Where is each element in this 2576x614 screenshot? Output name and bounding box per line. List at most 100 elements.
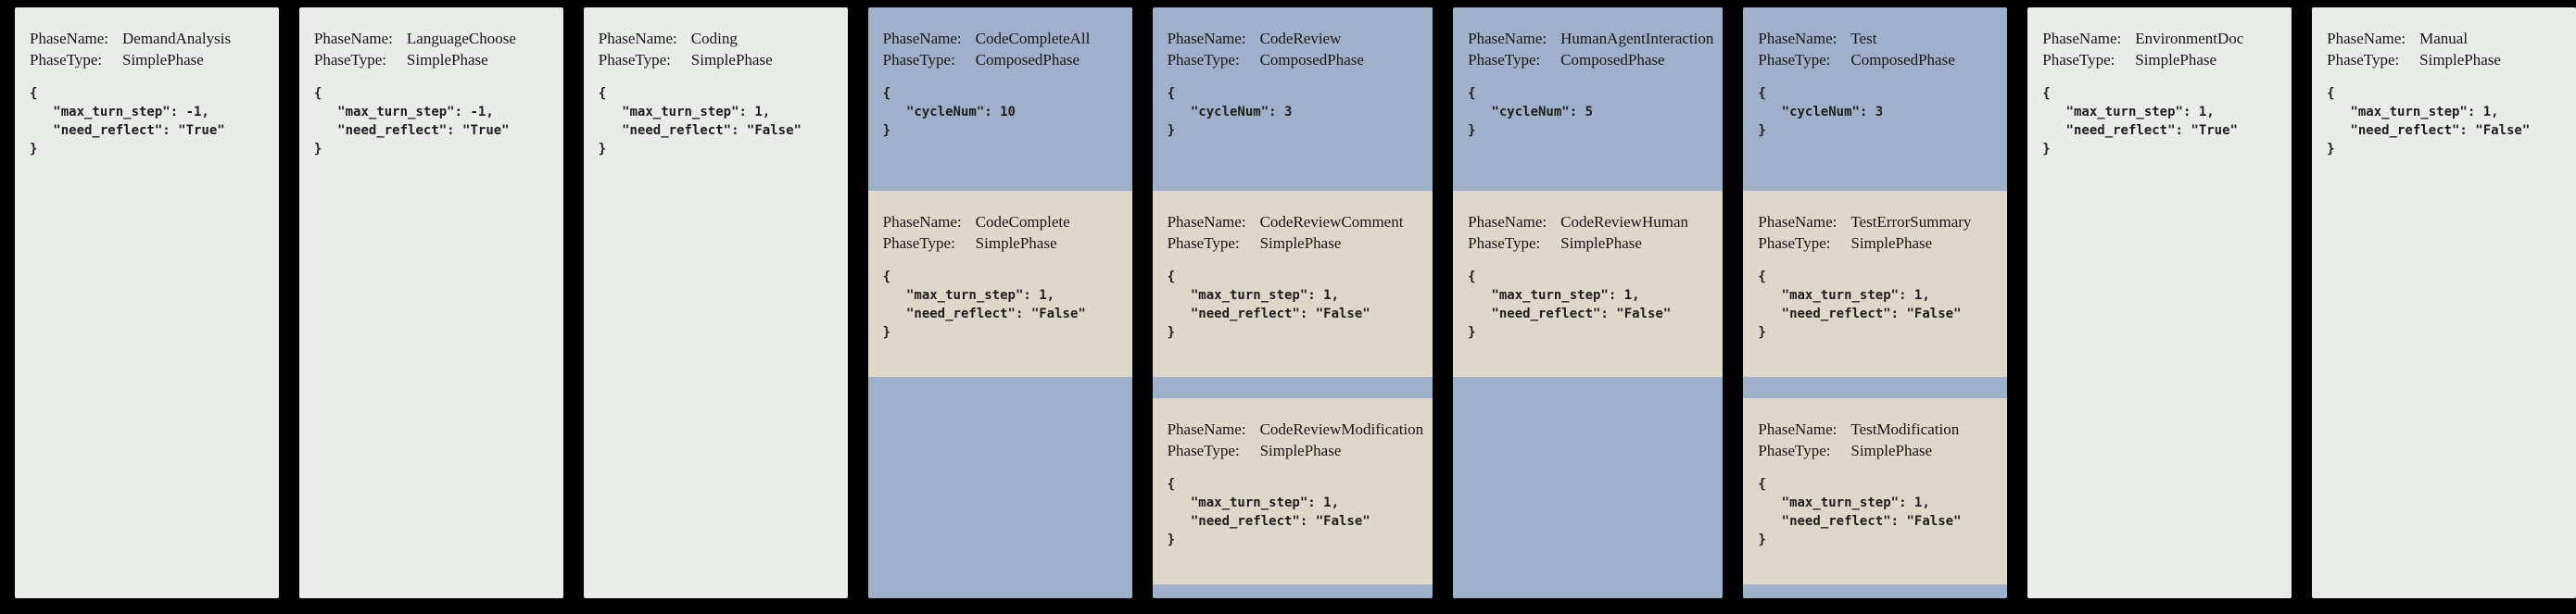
phase-type-value: SimplePhase	[1850, 234, 1933, 252]
phase-name-value: CodeReviewHuman	[1560, 213, 1688, 231]
phase-name-value: LanguageChoose	[406, 30, 516, 47]
phase-type-value: SimplePhase	[2135, 51, 2217, 69]
phase-name-value: HumanAgentInteraction	[1560, 30, 1714, 47]
phase-name-value: CodeCompleteAll	[975, 30, 1091, 47]
phase-type-row: PhaseType: SimplePhase	[1168, 232, 1424, 254]
phase-name-value: Coding	[690, 30, 738, 47]
phase-type-row: PhaseType: SimplePhase	[1468, 232, 1713, 254]
phase-type-row: PhaseType: SimplePhase	[30, 49, 270, 70]
phase-type-row: PhaseType: SimplePhase	[1168, 440, 1424, 461]
phase-config-json: { "cycleNum": 5 }	[1468, 86, 1593, 138]
phase-name-row: PhaseName: CodeReviewHuman	[1468, 211, 1713, 232]
phase-type-label: PhaseType:	[1758, 442, 1831, 459]
composed-phase-info: PhaseName: CodeReview PhaseType: Compose…	[1153, 7, 1433, 191]
phase-type-label: PhaseType:	[1758, 51, 1831, 69]
phase-name-label: PhaseName:	[1758, 213, 1837, 231]
phase-name-value: CodeReviewModification	[1259, 420, 1424, 438]
phase-name-label: PhaseName:	[1468, 30, 1547, 47]
phase-type-value: SimplePhase	[975, 234, 1057, 252]
phase-type-label: PhaseType:	[598, 51, 671, 69]
phase-type-value: SimplePhase	[122, 51, 204, 69]
phase-name-row: PhaseName: CodeCompleteAll	[883, 28, 1123, 49]
phase-name-value: TestModification	[1850, 420, 1960, 438]
phase-name-row: PhaseName: LanguageChoose	[314, 28, 554, 49]
phase-config-json: { "max_turn_step": -1, "need_reflect": "…	[30, 86, 225, 157]
phase-info: PhaseName: LanguageChoose PhaseType: Sim…	[299, 7, 563, 158]
phase-type-row: PhaseType: SimplePhase	[1758, 440, 1998, 461]
phase-name-label: PhaseName:	[2327, 30, 2406, 47]
phase-name-row: PhaseName: Coding	[599, 28, 839, 49]
phase-type-row: PhaseType: SimplePhase	[2327, 49, 2567, 70]
phase-card-demand-analysis: PhaseName: DemandAnalysis PhaseType: Sim…	[15, 7, 279, 598]
phase-type-value: ComposedPhase	[1259, 51, 1364, 69]
phase-card-code-review-comment: PhaseName: CodeReviewComment PhaseType: …	[1152, 191, 1433, 377]
phase-type-label: PhaseType:	[2042, 51, 2115, 69]
phase-info: PhaseName: Manual PhaseType: SimplePhase…	[2312, 7, 2576, 158]
phase-config-json: { "max_turn_step": 1, "need_reflect": "F…	[1167, 477, 1370, 547]
phase-type-label: PhaseType:	[882, 234, 955, 252]
phase-type-label: PhaseType:	[2327, 51, 2400, 69]
phase-name-label: PhaseName:	[1167, 420, 1246, 438]
phase-card-code-complete: PhaseName: CodeComplete PhaseType: Simpl…	[867, 191, 1132, 377]
composed-phase-info: PhaseName: Test PhaseType: ComposedPhase…	[1743, 7, 2007, 191]
phase-type-value: SimplePhase	[690, 51, 773, 69]
phase-card-test-modification: PhaseName: TestModification PhaseType: S…	[1743, 398, 2008, 584]
phase-type-label: PhaseType:	[313, 51, 387, 69]
phase-card-environment-doc: PhaseName: EnvironmentDoc PhaseType: Sim…	[2027, 7, 2292, 598]
phase-name-label: PhaseName:	[882, 30, 962, 47]
phase-name-label: PhaseName:	[1167, 213, 1246, 231]
phase-config-json: { "cycleNum": 3 }	[1758, 86, 1884, 138]
phase-type-value: ComposedPhase	[975, 51, 1080, 69]
phase-config-json: { "max_turn_step": 1, "need_reflect": "F…	[1758, 269, 1962, 340]
phase-name-value: CodeReviewComment	[1259, 213, 1404, 231]
phase-name-label: PhaseName:	[1167, 30, 1246, 47]
phase-card-test-error-summary: PhaseName: TestErrorSummary PhaseType: S…	[1743, 191, 2008, 377]
phase-name-label: PhaseName:	[2042, 30, 2122, 47]
phase-name-row: PhaseName: DemandAnalysis	[30, 28, 270, 49]
phase-config-json: { "max_turn_step": -1, "need_reflect": "…	[313, 86, 510, 157]
phase-config-json: { "max_turn_step": 1, "need_reflect": "F…	[1468, 269, 1672, 340]
phase-card-human-agent-interaction: PhaseName: HumanAgentInteraction PhaseTy…	[1453, 7, 1724, 598]
phase-name-label: PhaseName:	[1758, 30, 1837, 47]
phase-name-row: PhaseName: TestErrorSummary	[1758, 211, 1998, 232]
phase-card-code-review: PhaseName: CodeReview PhaseType: Compose…	[1152, 7, 1433, 598]
composed-phase-info: PhaseName: CodeCompleteAll PhaseType: Co…	[868, 7, 1132, 191]
phase-type-label: PhaseType:	[1167, 442, 1240, 459]
phase-config-json: { "max_turn_step": 1, "need_reflect": "F…	[598, 86, 802, 157]
phase-type-row: PhaseType: SimplePhase	[883, 232, 1123, 254]
phase-info: PhaseName: DemandAnalysis PhaseType: Sim…	[15, 7, 279, 158]
phase-name-row: PhaseName: TestModification	[1758, 419, 1998, 440]
phase-type-row: PhaseType: SimplePhase	[599, 49, 839, 70]
phase-type-value: SimplePhase	[1560, 234, 1642, 252]
phase-pipeline: PhaseName: DemandAnalysis PhaseType: Sim…	[15, 7, 2576, 598]
phase-name-value: Test	[1850, 30, 1877, 47]
phase-name-row: PhaseName: Manual	[2327, 28, 2567, 49]
phase-type-label: PhaseType:	[1468, 51, 1541, 69]
phase-config-json: { "max_turn_step": 1, "need_reflect": "F…	[882, 269, 1086, 340]
phase-config-json: { "max_turn_step": 1, "need_reflect": "F…	[1758, 477, 1962, 547]
phase-type-value: ComposedPhase	[1850, 51, 1955, 69]
phase-config-json: { "max_turn_step": 1, "need_reflect": "F…	[1167, 269, 1370, 340]
phase-card-test: PhaseName: Test PhaseType: ComposedPhase…	[1743, 7, 2008, 598]
phase-card-coding: PhaseName: Coding PhaseType: SimplePhase…	[583, 7, 848, 598]
phase-card-language-choose: PhaseName: LanguageChoose PhaseType: Sim…	[298, 7, 563, 598]
phase-type-label: PhaseType:	[1167, 51, 1240, 69]
phase-type-value: SimplePhase	[1259, 442, 1342, 459]
phase-type-label: PhaseType:	[1468, 234, 1541, 252]
phase-type-value: SimplePhase	[406, 51, 488, 69]
phase-name-value: DemandAnalysis	[122, 30, 232, 47]
phase-name-row: PhaseName: CodeComplete	[883, 211, 1123, 232]
phase-type-label: PhaseType:	[1167, 234, 1240, 252]
phase-type-row: PhaseType: SimplePhase	[1758, 232, 1998, 254]
phase-config-json: { "cycleNum": 3 }	[1167, 86, 1293, 138]
phase-name-label: PhaseName:	[1758, 420, 1837, 438]
phase-type-row: PhaseType: ComposedPhase	[883, 49, 1123, 70]
phase-type-row: PhaseType: ComposedPhase	[1468, 49, 1713, 70]
phase-type-row: PhaseType: SimplePhase	[2042, 49, 2282, 70]
phase-name-value: CodeReview	[1259, 30, 1342, 47]
phase-card-manual: PhaseName: Manual PhaseType: SimplePhase…	[2312, 7, 2576, 598]
phase-name-label: PhaseName:	[598, 30, 677, 47]
phase-name-label: PhaseName:	[1468, 213, 1547, 231]
phase-card-code-review-modification: PhaseName: CodeReviewModification PhaseT…	[1152, 398, 1433, 584]
phase-type-value: SimplePhase	[1259, 234, 1342, 252]
